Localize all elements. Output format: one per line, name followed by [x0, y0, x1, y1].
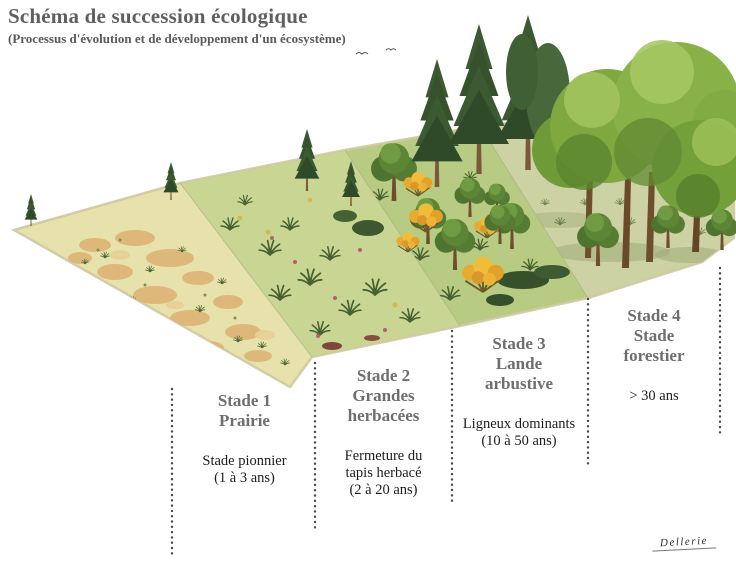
- stage-3-label: Stade 3 Lande arbustive Ligneux dominant…: [450, 334, 588, 450]
- stage-title-line: herbacées: [347, 406, 420, 425]
- page-subtitle: (Processus d'évolution et de développeme…: [8, 31, 346, 46]
- stage-2-label: Stade 2 Grandes herbacées Fermeture du t…: [315, 366, 452, 499]
- stage-title-line: Stade 3: [492, 334, 546, 353]
- stage-title-line: Lande: [495, 354, 543, 373]
- stage-description-line: Stade pionnier: [202, 453, 287, 469]
- stage-title-line: forestier: [623, 346, 685, 365]
- stage-title-line: Grandes: [352, 386, 415, 405]
- stage-title-line: Stade: [633, 326, 675, 345]
- stage-description-line: Ligneux dominants: [462, 416, 576, 432]
- stage-description-line: (10 à 50 ans): [481, 433, 557, 449]
- zone-3-texture: [371, 171, 570, 306]
- stage-description-line: (1 à 3 ans): [214, 470, 275, 486]
- stage-1-label: Stade 1 Prairie Stade pionnier (1 à 3 an…: [174, 391, 315, 487]
- birds-icon: [355, 48, 397, 55]
- zone-1-texture: [68, 230, 290, 366]
- stage-description-line: (2 à 20 ans): [349, 482, 418, 498]
- stage-title-line: Stade 1: [217, 391, 272, 410]
- stage-description-line: > 30 ans: [629, 388, 679, 404]
- forest-canopy-trees: [506, 34, 736, 268]
- stage-title-line: Prairie: [219, 411, 270, 430]
- stage-4-label: Stade 4 Stade forestier > 30 ans: [588, 306, 720, 405]
- page-title: Schéma de succession écologique: [8, 4, 308, 28]
- stage-description-line: tapis herbacé: [345, 465, 422, 481]
- stage-description-line: Fermeture du: [344, 448, 423, 464]
- zone-2-texture: [220, 192, 421, 350]
- stage-title-line: Stade 4: [627, 306, 681, 325]
- stage-title-line: Stade 2: [356, 366, 411, 385]
- stage-title-line: arbustive: [485, 374, 553, 393]
